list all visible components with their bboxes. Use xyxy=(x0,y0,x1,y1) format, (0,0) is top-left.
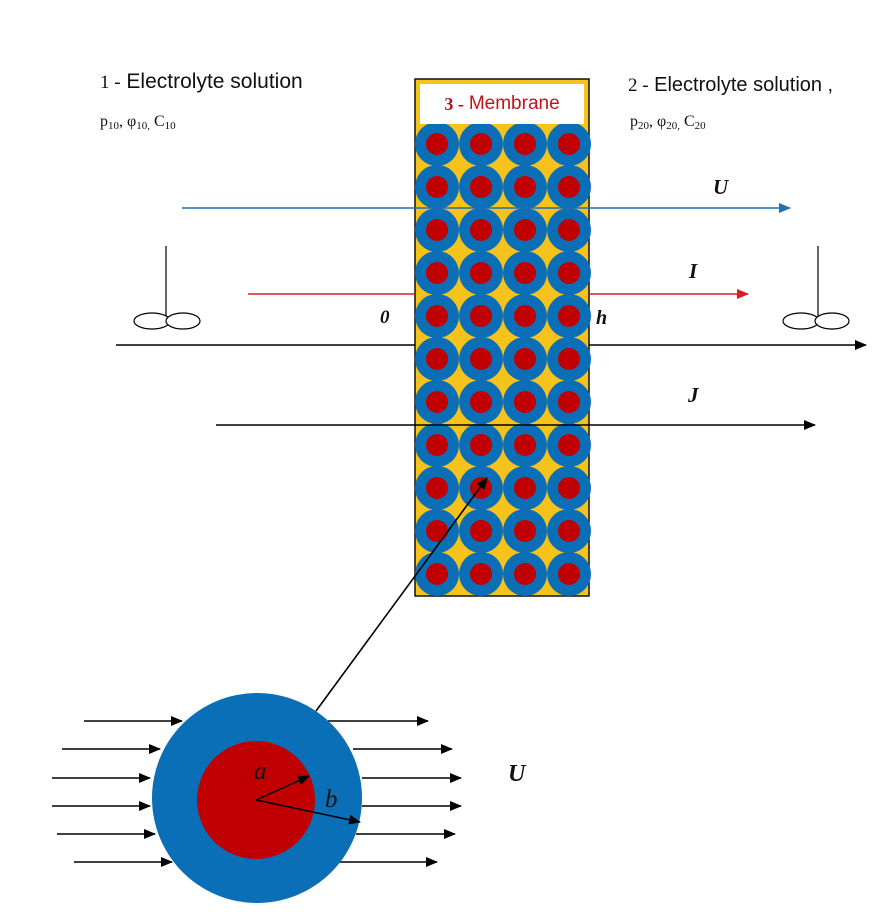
membrane-particle-core xyxy=(426,133,448,155)
zoom-pointer-arrow xyxy=(315,477,488,712)
membrane-particle-core xyxy=(558,520,580,542)
right-solution-label: 2 - Electrolyte solution , xyxy=(628,74,833,97)
membrane-particle-core xyxy=(470,133,492,155)
particle-flow-label: U xyxy=(508,761,526,787)
right-solution-title: Electrolyte solution , xyxy=(654,74,834,96)
membrane-particle-core xyxy=(558,219,580,241)
membrane-particle-core xyxy=(514,133,536,155)
membrane-particle-core xyxy=(514,477,536,499)
membrane-particle-core xyxy=(470,176,492,198)
membrane-particle-core xyxy=(558,563,580,585)
left-solution-number: 1 - xyxy=(100,72,121,93)
membrane-particle-core xyxy=(514,305,536,327)
membrane-particle-core xyxy=(558,348,580,370)
membrane-particle-core xyxy=(470,219,492,241)
inner-radius-label: a xyxy=(254,758,267,785)
membrane-particle-core xyxy=(558,477,580,499)
right-stirrer xyxy=(782,246,850,330)
thickness-label: h xyxy=(596,307,608,329)
membrane-particle-core xyxy=(558,434,580,456)
membrane-particle-core xyxy=(514,434,536,456)
membrane-number: 3 - xyxy=(444,93,464,114)
membrane-particle-core xyxy=(426,176,448,198)
membrane-particle-core xyxy=(514,219,536,241)
current-label: I xyxy=(689,259,698,283)
flux-label: J xyxy=(688,383,699,407)
membrane-particle-core xyxy=(426,563,448,585)
left-solution-label: 1 - Electrolyte solution xyxy=(100,70,303,94)
left-stirrer xyxy=(133,246,201,330)
membrane-label: Membrane xyxy=(468,93,560,114)
membrane-particle-core xyxy=(514,391,536,413)
membrane-particle-core xyxy=(558,391,580,413)
membrane-particle-core xyxy=(426,219,448,241)
particle-detail xyxy=(152,693,362,903)
membrane-body xyxy=(414,78,590,597)
membrane-particle-core xyxy=(514,563,536,585)
membrane-particle-core xyxy=(426,305,448,327)
left-solution-params: p10, φ10, C10 xyxy=(100,113,176,132)
membrane-title: 3 - Membrane xyxy=(420,84,584,124)
radius-b-arrow xyxy=(255,799,361,825)
membrane-particle-core xyxy=(470,391,492,413)
membrane-particle-core xyxy=(426,434,448,456)
membrane-particle-core xyxy=(470,305,492,327)
membrane-block xyxy=(414,78,591,597)
right-solution-number: 2 - xyxy=(628,75,649,96)
radius-a-arrow xyxy=(255,775,310,801)
membrane-particle-core xyxy=(470,348,492,370)
left-solution-title: Electrolyte solution xyxy=(126,70,303,93)
membrane-particle-core xyxy=(470,563,492,585)
membrane-particle-core xyxy=(470,262,492,284)
velocity-label: U xyxy=(713,175,729,199)
membrane-particle-core xyxy=(514,520,536,542)
membrane-particle-core xyxy=(426,262,448,284)
membrane-particle-core xyxy=(426,477,448,499)
membrane-particles xyxy=(415,122,591,596)
membrane-particle-core xyxy=(514,348,536,370)
membrane-particle-core xyxy=(558,133,580,155)
outer-radius-label: b xyxy=(325,786,338,813)
membrane-particle-core xyxy=(514,262,536,284)
membrane-particle-core xyxy=(426,348,448,370)
membrane-particle-core xyxy=(514,176,536,198)
right-solution-params: p20, φ20, C20 xyxy=(630,113,706,132)
membrane-particle-core xyxy=(426,520,448,542)
origin-label: 0 xyxy=(380,307,390,328)
membrane-particle-core xyxy=(558,262,580,284)
membrane-particle-core xyxy=(470,520,492,542)
membrane-particle-core xyxy=(558,305,580,327)
membrane-particle-core xyxy=(426,391,448,413)
particle-flow-lines xyxy=(52,716,462,867)
membrane-particle-core xyxy=(558,176,580,198)
membrane-particle-core xyxy=(470,434,492,456)
